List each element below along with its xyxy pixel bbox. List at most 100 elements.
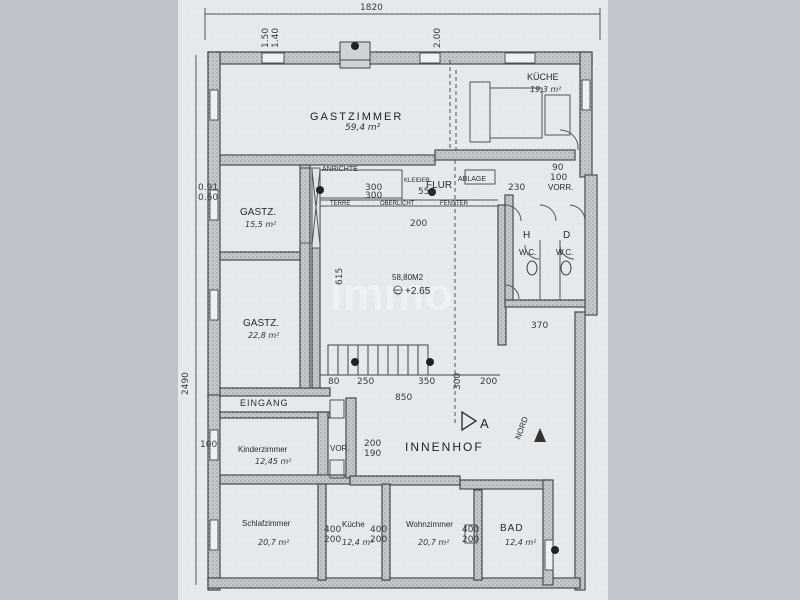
dim-r100: 100 <box>200 440 217 450</box>
dim-top-a: 1.50 <box>261 28 271 48</box>
north-arrow-icon <box>534 428 546 442</box>
wall-apartment-top <box>349 475 461 486</box>
dim-850: 850 <box>395 393 412 403</box>
room-kueche-bottom-area: 12,4 m² <box>342 538 374 547</box>
dim-370: 370 <box>531 321 548 331</box>
dim-anr2: 300 <box>365 191 382 201</box>
h-label: H <box>523 230 530 241</box>
oberlicht-label-1: TERRE <box>330 201 350 207</box>
dim-r200b: 200 <box>370 535 387 545</box>
section-marker <box>461 410 478 432</box>
wall-right-mid <box>584 174 598 316</box>
room-bad-label: BAD <box>500 523 524 534</box>
vor-label: VOR. <box>330 444 350 453</box>
wall-kueche-right <box>381 483 391 581</box>
dim-left-a: 0.91 <box>198 183 218 193</box>
wall-wc-bottom <box>504 299 586 308</box>
room-kueche-bottom-label: Küche <box>342 520 365 529</box>
dim-b80: 80 <box>328 377 340 387</box>
wall-gastzimmer-bottom <box>219 154 436 166</box>
dim-r400b: 400 <box>370 525 387 535</box>
wall-gastz1-right <box>299 164 311 391</box>
background-edge-left <box>0 0 180 600</box>
dim-b250: 250 <box>357 377 374 387</box>
dim-vor-200: 200 <box>364 439 381 449</box>
room-wohnzimmer-area: 20,7 m² <box>418 538 450 547</box>
dim-k200: 200 <box>410 219 427 229</box>
dim-b350: 350 <box>418 377 435 387</box>
dim-anr: 300 <box>365 183 382 193</box>
saal-level-label: +2.65 <box>405 286 431 297</box>
d-label: D <box>563 230 570 241</box>
watermark: immo <box>330 268 453 320</box>
chimney-symbol <box>339 41 371 69</box>
room-schlafzimmer-label: Schlafzimmer <box>242 519 291 528</box>
saal-area-label: 58,80M2 <box>392 273 424 282</box>
dim-vor-190: 190 <box>364 449 381 459</box>
room-gastz1-area: 15,5 m² <box>245 220 277 229</box>
wall-gastzimmer-bottom-right <box>434 149 576 161</box>
dim-r200a: 200 <box>324 535 341 545</box>
windows <box>209 52 591 571</box>
dim-r400a: 400 <box>324 525 341 535</box>
room-gastz1-label: GASTZ. <box>240 207 276 218</box>
room-gastz2-label: GASTZ. <box>243 318 279 329</box>
wc-fixtures <box>526 240 572 300</box>
room-gastzimmer-label: GASTZIMMER <box>310 111 403 123</box>
oberlicht-label-2: OBERLICHT <box>380 201 415 207</box>
anrichte-label: ANRICHTE <box>322 166 358 173</box>
wall-right-lower <box>574 311 586 591</box>
dim-r200c: 200 <box>462 535 479 545</box>
room-kueche-top-label: KÜCHE <box>527 72 559 82</box>
eingang-label: EINGANG <box>240 398 289 408</box>
room-gastz2-area: 22,8 m² <box>248 331 280 340</box>
dim-width-total: 1820 <box>360 3 383 13</box>
room-wohnzimmer-label: Wohnzimmer <box>406 520 453 529</box>
dim-flur: 550 <box>418 187 435 197</box>
dim-vorr: 230 <box>508 183 525 193</box>
level-markers <box>316 186 559 554</box>
dim-left-b: 0.60 <box>198 193 218 203</box>
dim-r400c: 400 <box>462 525 479 535</box>
kueche-top-fixtures <box>455 70 571 150</box>
innenhof-label: INNENHOF <box>405 440 484 454</box>
wc-label-1: W.C. <box>519 248 536 257</box>
wall-schlaf-right <box>317 483 327 581</box>
oberlicht-label-3: FENSTER <box>440 201 469 207</box>
wall-eingang-bottom <box>219 411 331 419</box>
wall-gastz1-bottom <box>219 251 301 261</box>
wall-bottom <box>207 577 581 589</box>
wall-apartment-top-right <box>459 479 551 490</box>
dim-h300: 300 <box>453 373 463 390</box>
room-bad-area: 12,4 m² <box>505 538 537 547</box>
room-gastzimmer-area: 59,4 m² <box>345 123 381 133</box>
dim-top-b: 1.40 <box>271 28 281 48</box>
wall-right-upper <box>579 51 593 178</box>
wall-wohn-right <box>473 489 483 581</box>
flur-label: FLUR <box>426 180 452 191</box>
flur-area <box>299 167 498 249</box>
background-edge-right <box>605 0 800 600</box>
dim-b200: 200 <box>480 377 497 387</box>
vorr-label: VORR. <box>548 183 573 192</box>
wall-eingang-top <box>219 387 331 397</box>
section-a-label: A <box>480 416 489 431</box>
room-kueche-top-area: 19,3 m² <box>530 85 562 94</box>
wall-kinderzimmer-right <box>317 411 329 483</box>
dim-height-total: 2490 <box>181 372 191 395</box>
ablage-label: ABLAGE <box>458 176 486 183</box>
wall-left-lower <box>207 394 221 591</box>
dim-615: 615 <box>335 268 345 285</box>
lower-fixtures <box>329 399 478 544</box>
room-kinderzimmer-label: Kinderzimmer <box>238 445 288 454</box>
wc-label-2: W.C. <box>556 248 573 257</box>
wall-vor-right <box>345 397 357 479</box>
kleider-label: KLEIDER <box>404 178 430 184</box>
room-kinderzimmer-area: 12,45 m² <box>255 457 292 466</box>
dim-top-c: 2.00 <box>433 28 443 48</box>
dim-kh90: 90 <box>552 163 564 173</box>
wall-apartment-right <box>542 479 554 586</box>
room-schlafzimmer-area: 20,7 m² <box>258 538 290 547</box>
dim-k100: 100 <box>550 173 567 183</box>
